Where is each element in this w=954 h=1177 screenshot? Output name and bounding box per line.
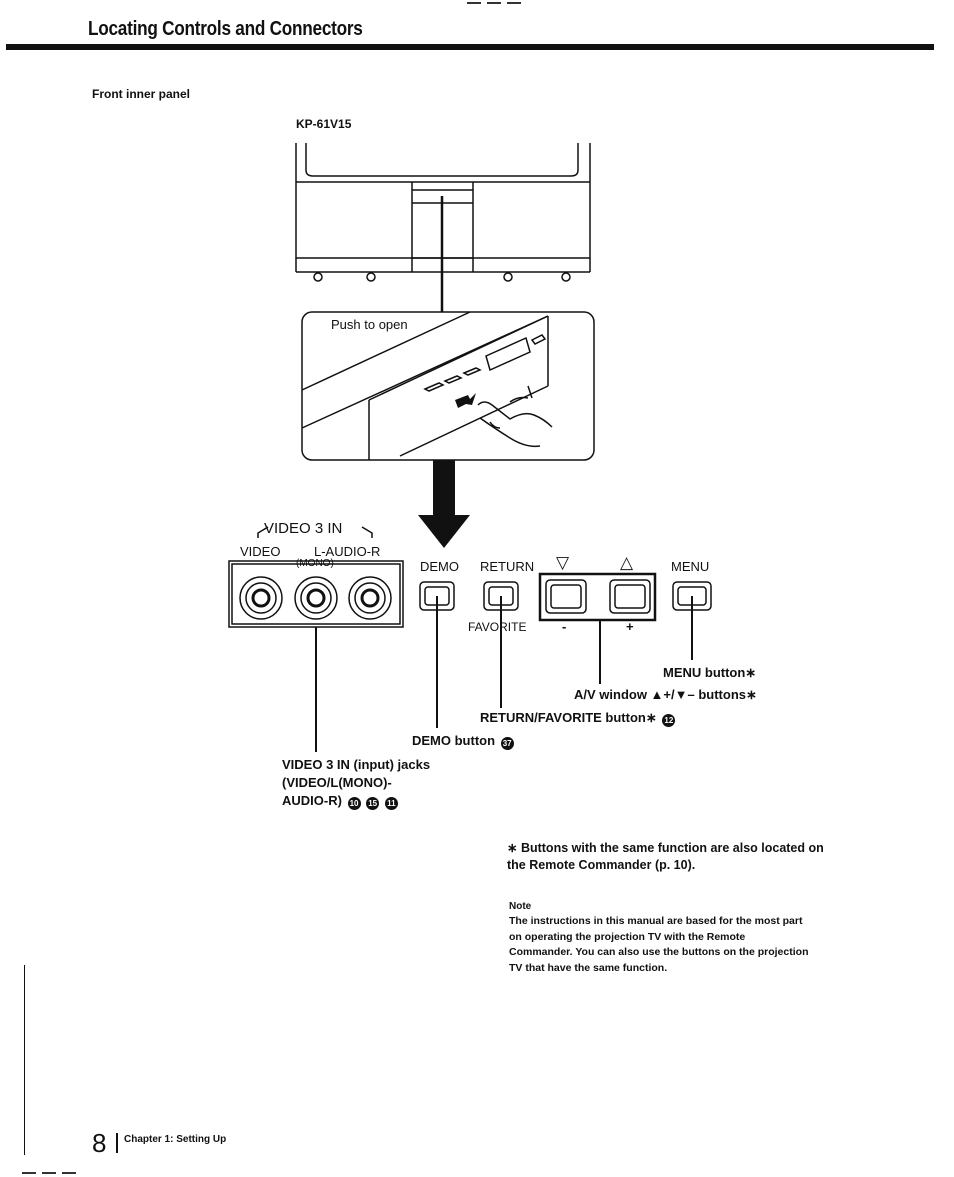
title-rule: [6, 44, 934, 50]
section-subtitle: Front inner panel: [92, 87, 191, 101]
note-body: The instructions in this manual are base…: [509, 915, 809, 974]
av-window-callout: A/V window ▲+/▼– buttons∗: [574, 687, 757, 702]
page-title: Locating Controls and Connectors: [88, 18, 363, 40]
down-triangle-icon: ▽: [556, 553, 570, 572]
top-mark: [467, 2, 481, 4]
video3-callout-line1: VIDEO 3 IN (input) jacks: [282, 757, 431, 772]
top-mark: [487, 2, 501, 4]
favorite-label: FAVORITE: [468, 620, 527, 634]
model-label: KP-61V15: [296, 117, 352, 131]
top-mark: [507, 2, 521, 4]
minus-label: -: [562, 619, 567, 634]
video3-in-title: VIDEO 3 IN: [264, 520, 343, 537]
plus-label: +: [626, 619, 634, 634]
menu-label: MENU: [671, 559, 710, 574]
video3-callout-line3: AUDIO-R): [282, 793, 342, 808]
footnote: ∗ Buttons with the same function are als…: [507, 841, 824, 872]
chapter-label: Chapter 1: Setting Up: [124, 1134, 227, 1145]
push-to-open-label: Push to open: [331, 317, 408, 332]
video-jack-label: VIDEO: [240, 544, 281, 559]
demo-label: DEMO: [420, 559, 459, 574]
video3-ref-2: 15: [366, 797, 380, 810]
bottom-mark: [22, 1172, 36, 1174]
return-favorite-text: RETURN/FAVORITE button∗: [480, 710, 657, 725]
up-triangle-icon: △: [620, 553, 634, 572]
video3-callout-line3-wrap: AUDIO-R) 10 15 11: [282, 792, 430, 810]
demo-button-callout: DEMO button 37: [412, 733, 514, 750]
menu-button-callout: MENU button∗: [663, 665, 757, 680]
note-heading: Note: [509, 901, 532, 912]
return-label: RETURN: [480, 559, 535, 574]
video3-callout-line2: (VIDEO/L(MONO)-: [282, 775, 392, 790]
margin-line: [24, 965, 25, 1155]
page-number: 8: [92, 1128, 107, 1158]
return-favorite-callout: RETURN/FAVORITE button∗ 12: [480, 710, 676, 727]
video3-ref-3: 11: [384, 797, 398, 810]
laudio-jack-label: L-AUDIO-R: [314, 544, 381, 559]
demo-button-text: DEMO button: [412, 733, 496, 748]
bottom-mark: [62, 1172, 76, 1174]
return-favorite-ref: 12: [662, 714, 676, 727]
demo-button-ref: 37: [500, 737, 514, 750]
video3-callout: VIDEO 3 IN (input) jacks (VIDEO/L(MONO)-…: [282, 756, 430, 810]
video3-ref-1: 10: [347, 797, 361, 810]
page-separator: [116, 1133, 118, 1153]
bottom-mark: [42, 1172, 56, 1174]
mono-label: (MONO): [296, 558, 334, 569]
